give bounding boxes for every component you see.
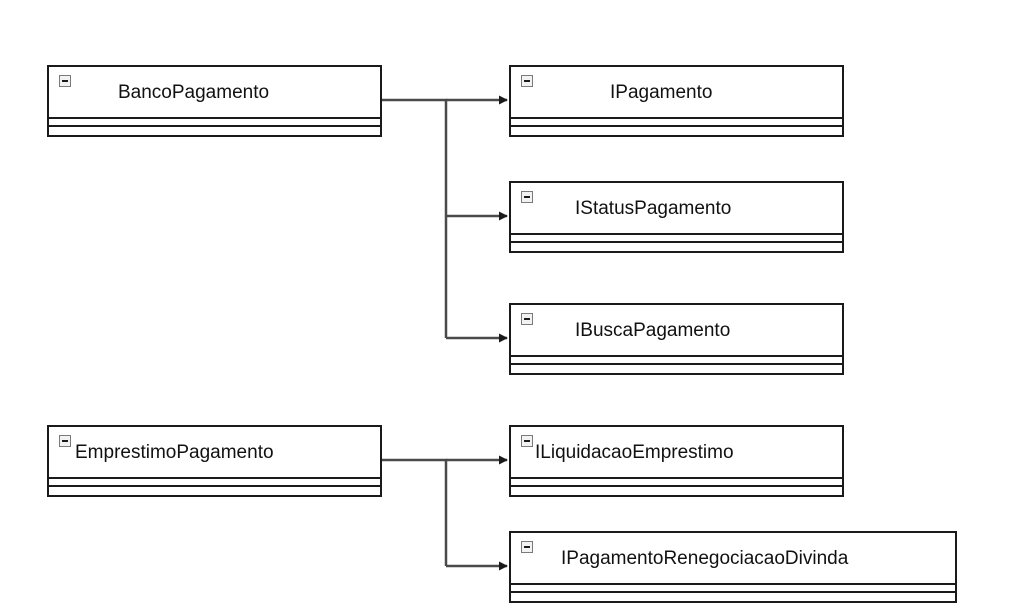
class-box-emprestimo-pagamento[interactable]: EmprestimoPagamento <box>47 425 382 497</box>
class-divider <box>511 355 842 357</box>
class-divider <box>511 125 842 127</box>
class-name: IStatusPagamento <box>575 198 732 219</box>
collapse-icon[interactable] <box>521 191 533 203</box>
class-box-ipagamentorenegociacaodivinda[interactable]: IPagamentoRenegociacaoDivinda <box>509 531 957 603</box>
class-name: BancoPagamento <box>118 82 270 103</box>
connector-trunk-emprestimo <box>382 458 448 566</box>
class-box-ipagamento[interactable]: IPagamento <box>509 65 844 137</box>
class-divider <box>511 241 842 243</box>
class-header: IPagamento <box>511 67 842 117</box>
class-name: ILiquidacaoEmprestimo <box>535 442 734 463</box>
class-divider <box>49 477 380 479</box>
class-box-ibuscapagamento[interactable]: IBuscaPagamento <box>509 303 844 375</box>
class-box-iliquidacaoemprestimo[interactable]: ILiquidacaoEmprestimo <box>509 425 844 497</box>
class-divider <box>511 591 955 593</box>
class-header: EmprestimoPagamento <box>49 427 380 477</box>
class-box-banco-pagamento[interactable]: BancoPagamento <box>47 65 382 137</box>
class-divider <box>511 363 842 365</box>
class-divider <box>511 117 842 119</box>
class-divider <box>49 485 380 487</box>
collapse-icon[interactable] <box>521 75 533 87</box>
collapse-icon[interactable] <box>59 75 71 87</box>
collapse-icon[interactable] <box>59 435 71 447</box>
class-header: IStatusPagamento <box>511 183 842 233</box>
class-divider <box>511 485 842 487</box>
class-box-istatuspagamento[interactable]: IStatusPagamento <box>509 181 844 253</box>
class-divider <box>49 117 380 119</box>
class-header: IBuscaPagamento <box>511 305 842 355</box>
class-name: IPagamentoRenegociacaoDivinda <box>561 548 849 569</box>
class-header: ILiquidacaoEmprestimo <box>511 427 842 477</box>
class-header: IPagamentoRenegociacaoDivinda <box>511 533 955 583</box>
connector-trunk-banco <box>382 98 448 338</box>
collapse-icon[interactable] <box>521 313 533 325</box>
collapse-icon[interactable] <box>521 541 533 553</box>
class-name: IBuscaPagamento <box>575 320 731 341</box>
class-header: BancoPagamento <box>49 67 380 117</box>
class-name: EmprestimoPagamento <box>75 442 274 463</box>
class-divider <box>49 125 380 127</box>
class-divider <box>511 233 842 235</box>
class-divider <box>511 477 842 479</box>
class-name: IPagamento <box>610 82 713 103</box>
class-divider <box>511 583 955 585</box>
collapse-icon[interactable] <box>521 435 533 447</box>
